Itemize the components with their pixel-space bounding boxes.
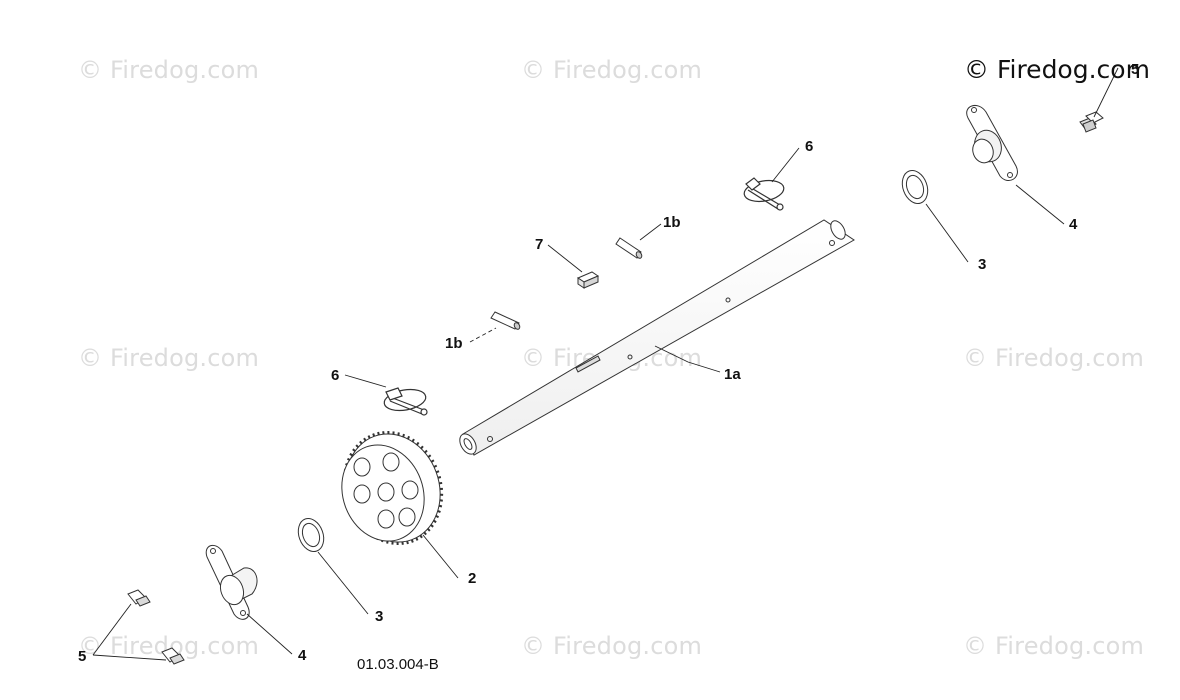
watermark: © Firedog.com bbox=[963, 344, 1145, 372]
shaft-part bbox=[459, 219, 855, 456]
callout-bearing-left: 4 bbox=[298, 647, 307, 664]
callout-gear: 2 bbox=[468, 570, 476, 587]
callout-hairpin-right: 6 bbox=[805, 138, 813, 155]
callout-shaft: 1a bbox=[724, 366, 741, 383]
leader-lines bbox=[92, 67, 1119, 661]
watermark: © Firedog.com bbox=[963, 632, 1145, 660]
watermark: © Firedog.com bbox=[78, 56, 260, 84]
callout-screw-right: 5 bbox=[1131, 61, 1139, 78]
callout-bearing-right: 4 bbox=[1069, 216, 1078, 233]
watermark: © Firedog.com bbox=[521, 632, 703, 660]
callout-hairpin-left: 6 bbox=[331, 367, 339, 384]
callout-screws-left: 5 bbox=[78, 648, 86, 665]
gear-part bbox=[341, 430, 444, 546]
key-part bbox=[576, 271, 600, 289]
bearing-left-part bbox=[205, 544, 258, 620]
pin-upper-part bbox=[615, 237, 643, 259]
callout-pin-upper: 1b bbox=[663, 214, 681, 231]
callout-washer-right: 3 bbox=[978, 256, 986, 273]
callout-washer-left: 3 bbox=[375, 608, 383, 625]
drawing-code: 01.03.004-B bbox=[357, 656, 439, 673]
watermark: © Firedog.com bbox=[78, 344, 260, 372]
bearing-right-part bbox=[966, 104, 1018, 181]
pin-lower-part bbox=[490, 311, 521, 330]
screw-left-part bbox=[127, 589, 185, 665]
callout-key: 7 bbox=[535, 236, 543, 253]
washer-right-part bbox=[901, 170, 929, 204]
hairpin-left-part bbox=[383, 387, 428, 416]
screw-right-part bbox=[1079, 111, 1104, 133]
callout-pin-lower: 1b bbox=[445, 335, 463, 352]
hairpin-right-part bbox=[743, 177, 785, 211]
watermark-main: © Firedog.com bbox=[964, 55, 1150, 84]
watermark: © Firedog.com bbox=[521, 56, 703, 84]
washer-left-part bbox=[297, 518, 325, 552]
